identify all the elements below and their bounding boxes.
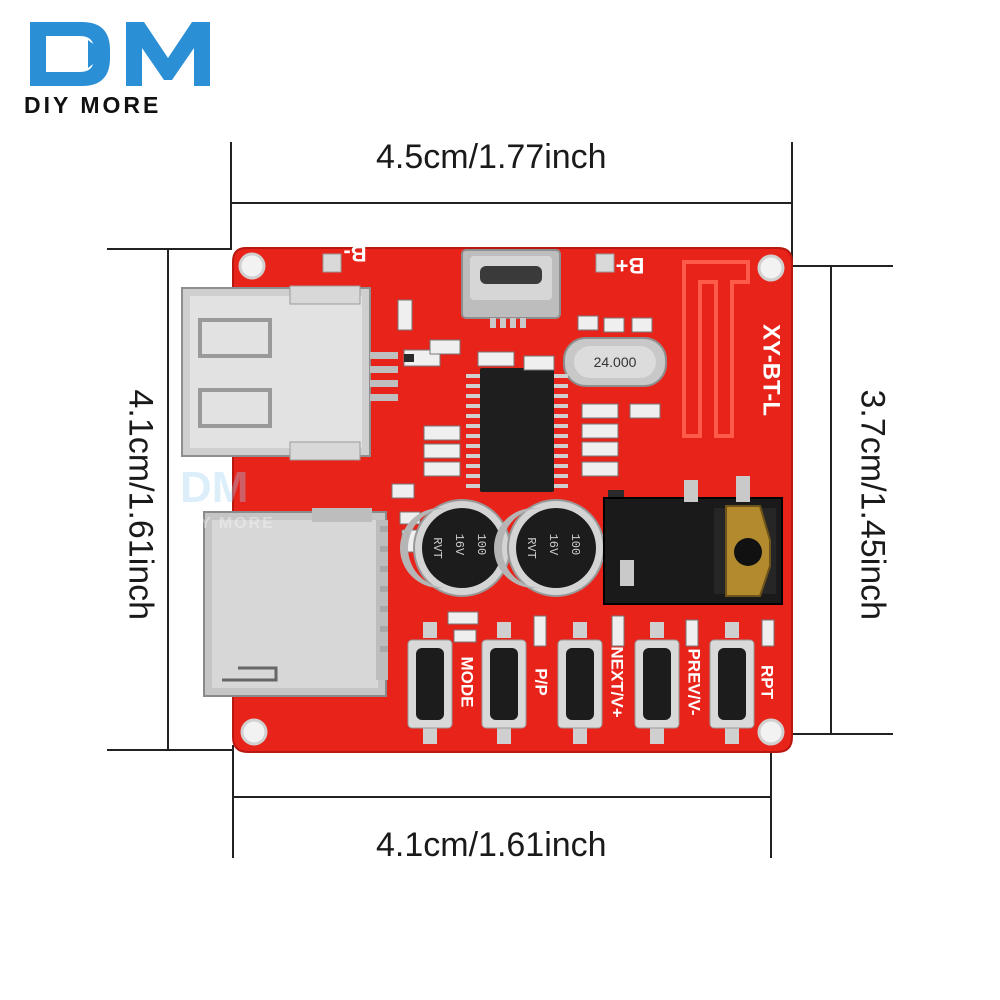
button-pp-label: P/P: [532, 668, 551, 695]
pad-plus-label: B+: [616, 253, 645, 278]
crystal-oscillator: 24.000: [563, 337, 667, 387]
mounting-holes: [238, 252, 785, 746]
dimension-top: 4.5cm/1.77inch: [376, 138, 607, 176]
cap-left-line3: RVT: [430, 537, 444, 559]
watermark: DM DIY MORE: [180, 463, 275, 532]
pad-minus-label: B-: [343, 241, 366, 266]
cap-left-line2: 16V: [452, 534, 466, 556]
cap-right-line1: 100: [568, 534, 582, 556]
watermark-logo: DM: [180, 463, 248, 512]
button-pp: P/P: [481, 622, 551, 744]
cap-right-line2: 16V: [546, 534, 560, 556]
capacitor-left: 100 16V RVT: [400, 499, 511, 597]
main-ic-chip: [466, 368, 568, 492]
brand-tagline: DIY MORE: [24, 92, 162, 118]
capacitor-right: 100 16V RVT: [494, 499, 605, 597]
button-rpt: RPT: [709, 622, 777, 744]
svg-text:100 16V RVT: 100 16V RVT: [524, 534, 582, 563]
button-next: NEXT/V+: [557, 622, 627, 744]
micro-sd-slot: [203, 508, 388, 697]
dm-logo-icon: [30, 22, 210, 86]
model-label: XY-BT-L: [758, 324, 785, 416]
brand-logo: DIY MORE: [22, 14, 222, 124]
svg-text:100 16V RVT: 100 16V RVT: [430, 534, 488, 563]
button-mode-label: MODE: [458, 657, 477, 708]
cap-left-line1: 100: [474, 534, 488, 556]
crystal-label: 24.000: [594, 354, 637, 370]
button-prev: PREV/V-: [634, 622, 704, 744]
button-prev-label: PREV/V-: [685, 648, 704, 715]
button-mode: MODE: [407, 622, 477, 744]
cap-right-line3: RVT: [524, 537, 538, 559]
antenna-trace: [682, 260, 750, 438]
tactile-buttons: MODE P/P NEXT/V+ PREV/V-: [407, 622, 777, 744]
audio-jack: [603, 476, 783, 605]
micro-usb-port: [461, 249, 561, 328]
usb-a-port: [181, 285, 398, 461]
button-next-label: NEXT/V+: [608, 646, 627, 717]
dimension-bottom: 4.1cm/1.61inch: [376, 826, 607, 864]
button-rpt-label: RPT: [758, 665, 777, 700]
watermark-tagline: DIY MORE: [180, 515, 275, 532]
